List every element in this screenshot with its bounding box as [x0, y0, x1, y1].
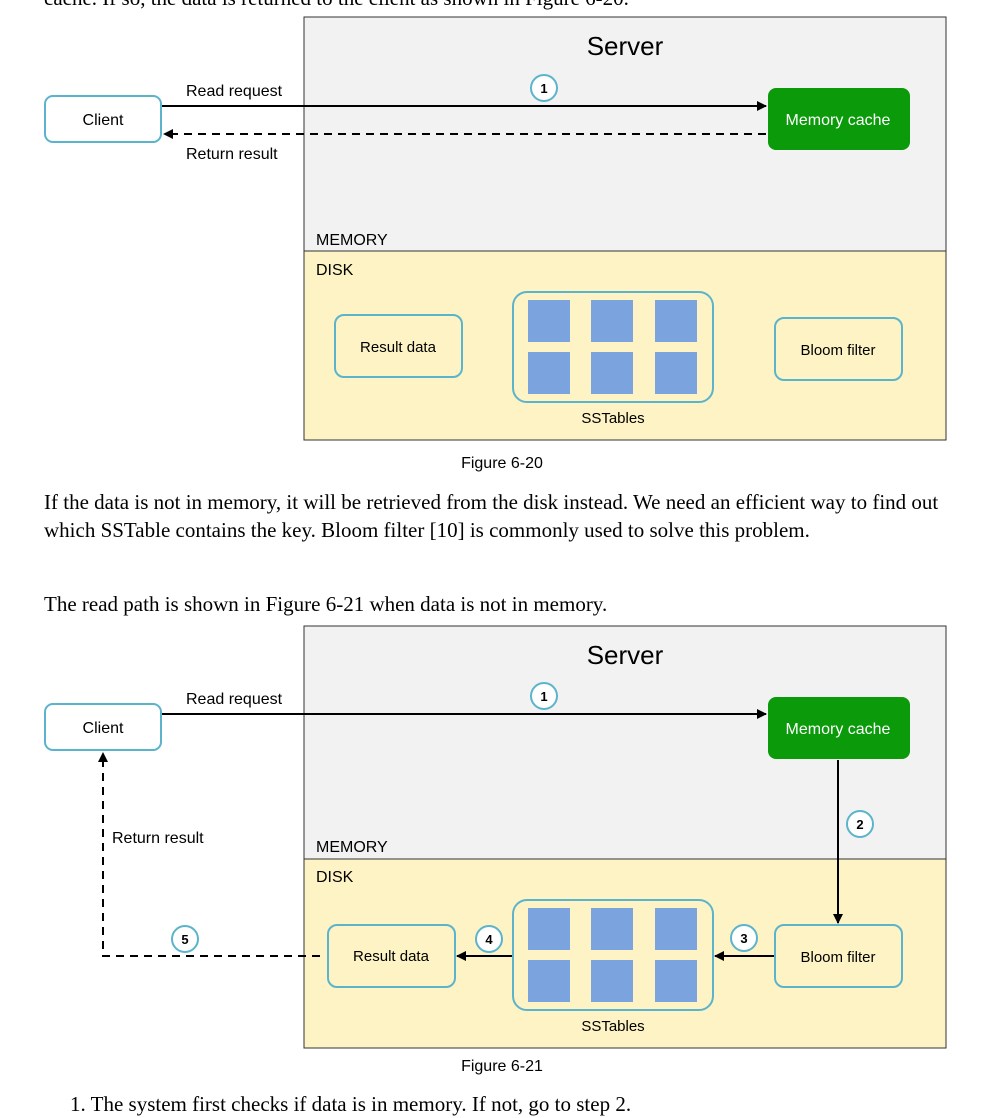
- step-4-number: 4: [485, 932, 493, 947]
- read-request-label: Read request: [186, 691, 283, 708]
- memory-label: MEMORY: [316, 232, 388, 249]
- memory-label: MEMORY: [316, 839, 388, 856]
- sstable-block: [528, 352, 570, 394]
- figure-6-20: Server MEMORY DISK Client Memory cache R…: [0, 0, 1004, 450]
- step-2-number: 2: [856, 817, 863, 832]
- step-2-badge: [846, 810, 874, 838]
- paragraph-disk-lookup: If the data is not in memory, it will be…: [44, 490, 939, 542]
- sstable-block: [655, 960, 697, 1002]
- disk-label: DISK: [316, 262, 354, 279]
- sstable-block: [655, 300, 697, 342]
- step-5-badge: [171, 925, 199, 953]
- sstables-label: SSTables: [581, 1018, 644, 1035]
- figure-6-20-caption: Figure 6-20: [461, 455, 543, 472]
- sstable-block: [528, 908, 570, 950]
- read-request-label: Read request: [186, 83, 283, 100]
- client-label: Client: [83, 112, 124, 129]
- top-text: cache. If so, the data is returned to th…: [44, 0, 964, 12]
- bloom-filter-box: [774, 317, 903, 381]
- sstable-block: [655, 352, 697, 394]
- figure-6-21-diagram: Server MEMORY DISK Client Memory cache R…: [44, 625, 947, 1049]
- figure-6-21: Server MEMORY DISK Client Memory cache R…: [0, 620, 1004, 1055]
- sstable-block: [591, 352, 633, 394]
- memory-cache-box: [768, 88, 910, 150]
- return-result-label: Return result: [186, 146, 278, 163]
- result-data-box: [334, 314, 463, 378]
- memory-cache-label: Memory cache: [786, 112, 891, 129]
- client-box: [44, 703, 162, 751]
- step-5-number: 5: [181, 932, 188, 947]
- step-3-number: 3: [740, 931, 747, 946]
- figure-6-21-caption: Figure 6-21: [461, 1058, 543, 1075]
- step-1-number: 1: [540, 81, 547, 96]
- step-1-badge: [530, 74, 558, 102]
- return-result-arrow: [98, 752, 320, 957]
- step-4-badge: [475, 925, 503, 953]
- step-3-badge: [730, 924, 758, 952]
- paragraph-read-path: The read path is shown in Figure 6-21 wh…: [44, 592, 608, 616]
- client-box: [44, 95, 162, 143]
- bloom-filter-box: [774, 924, 903, 988]
- bottom-text: 1. The system first checks if data is in…: [70, 1092, 632, 1116]
- figure-6-20-diagram: Server MEMORY DISK Client Memory cache R…: [44, 16, 947, 441]
- result-data-label: Result data: [353, 948, 430, 965]
- disk-label: DISK: [316, 869, 354, 886]
- bloom-filter-label: Bloom filter: [800, 342, 875, 359]
- sstable-block: [591, 908, 633, 950]
- server-title: Server: [587, 640, 664, 670]
- result-data-label: Result data: [360, 339, 437, 356]
- sstable-block: [655, 908, 697, 950]
- memory-cache-label: Memory cache: [786, 721, 891, 738]
- result-data-box: [327, 924, 456, 988]
- client-label: Client: [83, 720, 124, 737]
- sstables-label: SSTables: [581, 410, 644, 427]
- step-1-number: 1: [540, 689, 547, 704]
- sstable-block: [528, 960, 570, 1002]
- sstable-block: [528, 300, 570, 342]
- sstable-block: [591, 300, 633, 342]
- step-1-badge: [530, 682, 558, 710]
- server-title: Server: [587, 31, 664, 61]
- bloom-filter-label: Bloom filter: [800, 949, 875, 966]
- memory-cache-box: [768, 697, 910, 759]
- sstable-block: [591, 960, 633, 1002]
- return-result-label: Return result: [112, 830, 204, 847]
